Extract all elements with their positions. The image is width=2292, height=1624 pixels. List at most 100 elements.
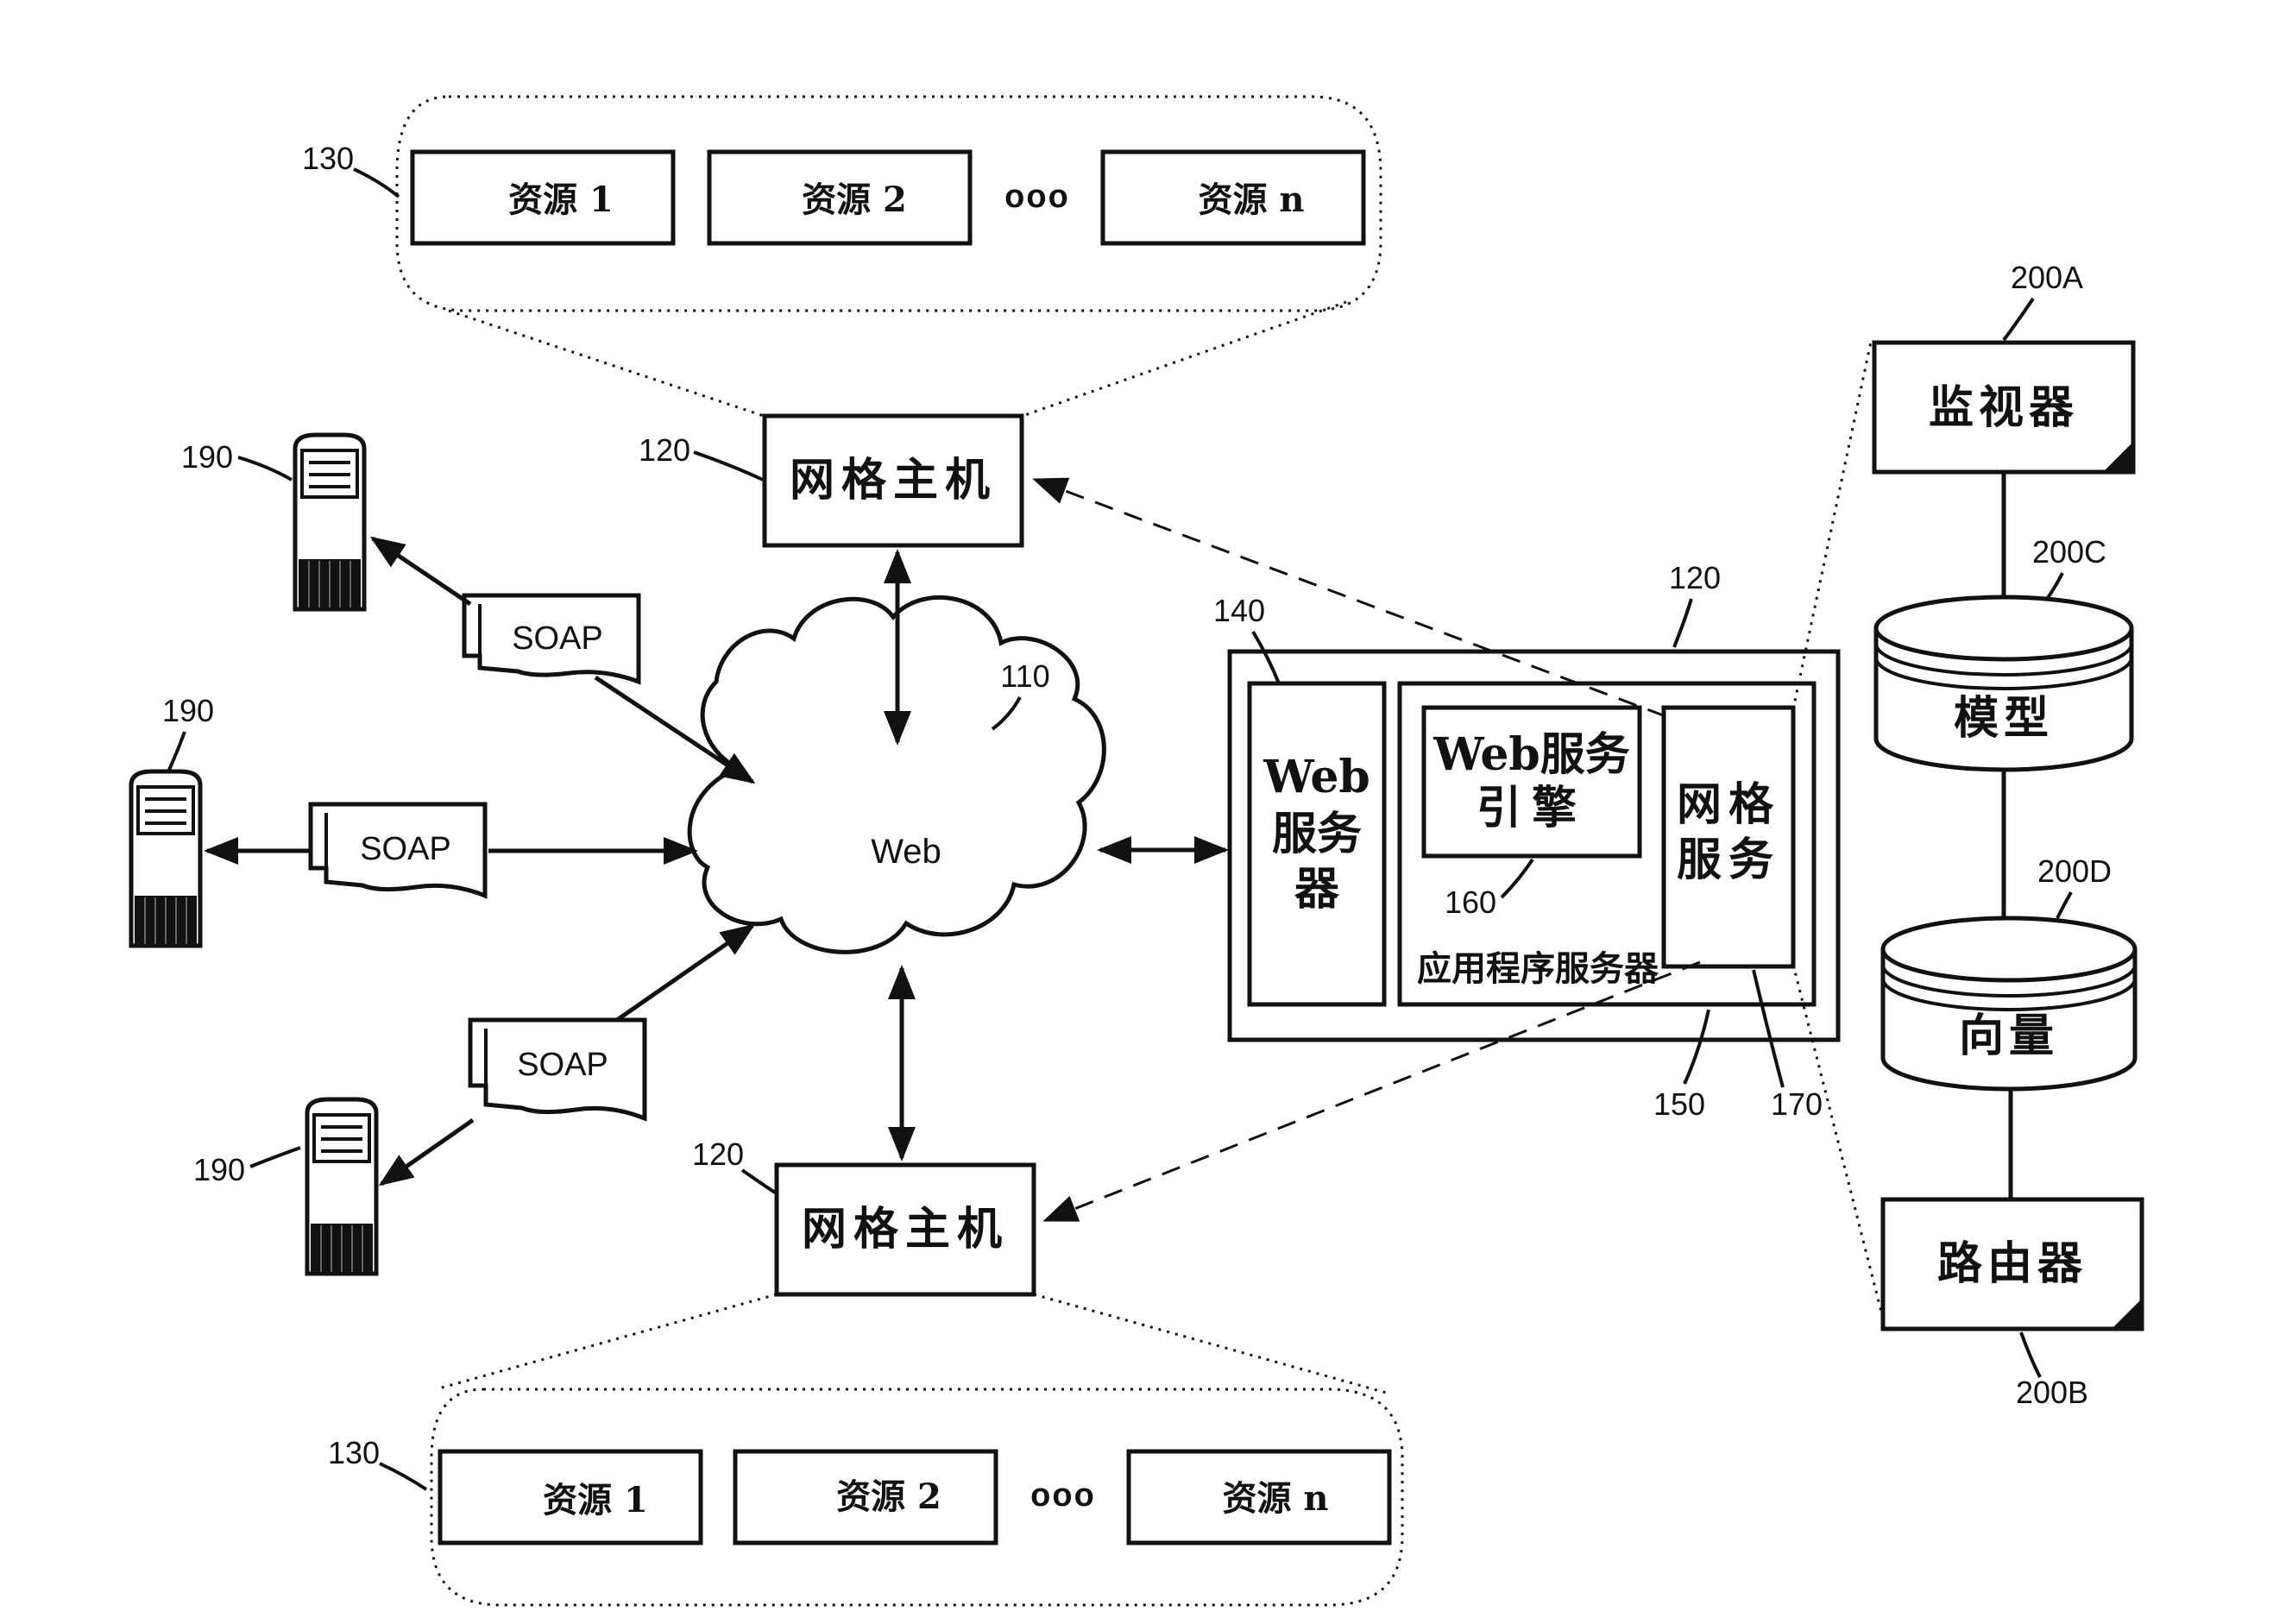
web-cloud-label: Web xyxy=(871,833,941,871)
resource-label: 资源 n xyxy=(1198,179,1304,220)
ref-leader xyxy=(2019,1331,2042,1378)
ref-label: 170 xyxy=(1771,1086,1823,1122)
grid-service-label: 网格 xyxy=(1677,778,1780,831)
web-server-label: 服务 xyxy=(1272,808,1362,860)
grid-host-label: 网格主机 xyxy=(802,1203,1009,1256)
server: 120 Web 服务 器 140 应用程序服务器 150 Web服务 引擎 16… xyxy=(1213,560,1841,1122)
projection-line xyxy=(1791,341,1873,710)
resource-group-top: 资源 1 资源 2 ooo 资源 n 130 xyxy=(302,95,1382,312)
web-server-label: Web xyxy=(1262,751,1370,803)
client-computer-icon xyxy=(295,435,364,609)
ref-label: 120 xyxy=(692,1136,744,1172)
soap-message-doc xyxy=(308,802,488,899)
web-server-label: 器 xyxy=(1294,863,1340,916)
ref-leader xyxy=(1672,598,1693,648)
client-computer-icon xyxy=(307,1099,376,1274)
resource-label: 资源 2 xyxy=(802,179,907,220)
ref-leader xyxy=(249,1146,301,1168)
grid-host-bottom: 网格主机 120 xyxy=(692,1136,1036,1297)
component-column: 监视器 200A 模型 200C 向量 200D 路由器 200B xyxy=(1872,260,2144,1410)
corner-mark xyxy=(2103,442,2133,472)
ref-label: 190 xyxy=(181,439,233,475)
resource-box xyxy=(1126,1449,1392,1545)
ref-label: 130 xyxy=(328,1435,380,1470)
cylinder-band xyxy=(1874,643,2133,677)
model-cylinder-top xyxy=(1873,595,2134,662)
web-cloud: Web 110 xyxy=(687,595,1106,954)
ref-label: 140 xyxy=(1213,593,1265,628)
ref-label: 130 xyxy=(302,141,354,176)
ref-leader xyxy=(379,1462,428,1491)
ref-label: 110 xyxy=(1000,658,1049,694)
monitor-label: 监视器 xyxy=(1929,381,2079,434)
ref-leader xyxy=(353,167,400,198)
ref-leader xyxy=(1683,1009,1710,1085)
client-2: 190 SOAP xyxy=(131,693,698,946)
ref-leader xyxy=(2045,572,2064,601)
web-service-engine-box xyxy=(1421,705,1642,859)
resource-box xyxy=(410,149,676,246)
ref-leader xyxy=(1752,969,1785,1088)
ref-leader xyxy=(740,1168,777,1194)
soap-label: SOAP xyxy=(517,1047,608,1083)
ref-label: 190 xyxy=(162,693,214,728)
web-server-box xyxy=(1247,681,1387,1007)
projection-line xyxy=(1033,1293,1390,1395)
resource-label: 资源 1 xyxy=(508,179,614,220)
ref-label: 160 xyxy=(1445,884,1496,920)
engine-label: 引擎 xyxy=(1477,782,1587,834)
client-3: 190 SOAP xyxy=(193,923,756,1274)
ref-leader xyxy=(1251,630,1281,684)
ref-label: 120 xyxy=(639,432,690,468)
vector-cylinder-top xyxy=(1880,916,2138,983)
projection-line xyxy=(448,309,765,418)
cylinder-band xyxy=(1874,657,2133,690)
ref-label: 190 xyxy=(193,1152,245,1187)
vector-label: 向量 xyxy=(1959,1010,2059,1062)
dashed-arrow-to-host xyxy=(1042,960,1701,1222)
soap-arrow xyxy=(369,536,472,607)
corner-mark xyxy=(2112,1299,2142,1329)
soap-arrow xyxy=(615,923,756,1023)
projection-line xyxy=(435,1293,778,1391)
soap-message-doc xyxy=(462,593,641,685)
resource-box xyxy=(733,1449,998,1545)
ref-label: 150 xyxy=(1653,1086,1705,1122)
dashed-arrow-to-host xyxy=(1032,477,1666,718)
soap-doc-fold xyxy=(470,1029,488,1087)
ref-label: 200C xyxy=(2032,534,2106,570)
app-server-label: 应用程序服务器 xyxy=(1417,948,1659,989)
grid-host-label: 网格主机 xyxy=(790,454,997,507)
soap-doc-fold xyxy=(311,813,328,870)
resource-label: 资源 n xyxy=(1222,1478,1328,1519)
cylinder-band xyxy=(1881,978,2137,1011)
resource-box xyxy=(1100,149,1366,246)
monitor-box xyxy=(1872,340,2136,475)
ref-leader xyxy=(991,696,1022,731)
soap-label: SOAP xyxy=(360,831,451,867)
ref-leader xyxy=(237,456,293,482)
ref-label: 200B xyxy=(2016,1375,2088,1410)
client-computer-icon xyxy=(131,771,200,946)
resource-group-bottom: 资源 1 资源 2 ooo 资源 n 130 xyxy=(328,1388,1404,1607)
resource-ellipsis: ooo xyxy=(1004,179,1070,215)
ref-label: 200D xyxy=(2037,853,2112,889)
grid-host-box xyxy=(762,413,1024,548)
ref-label: 200A xyxy=(2011,260,2083,295)
grid-host-box xyxy=(774,1162,1036,1297)
projection-line xyxy=(1022,300,1347,418)
soap-arrow xyxy=(378,1117,475,1187)
engine-label: Web服务 xyxy=(1432,728,1630,781)
resource-label: 资源 2 xyxy=(836,1476,941,1517)
soap-message-doc xyxy=(468,1017,647,1122)
ref-leader xyxy=(693,450,764,482)
ref-label: 120 xyxy=(1669,560,1721,595)
ref-leader xyxy=(2002,297,2035,342)
ref-leader xyxy=(167,731,186,771)
grid-service-box xyxy=(1661,705,1796,969)
soap-label: SOAP xyxy=(512,620,603,657)
grid-service-label: 服务 xyxy=(1677,834,1780,886)
grid-host-top: 网格主机 120 xyxy=(639,413,1024,548)
